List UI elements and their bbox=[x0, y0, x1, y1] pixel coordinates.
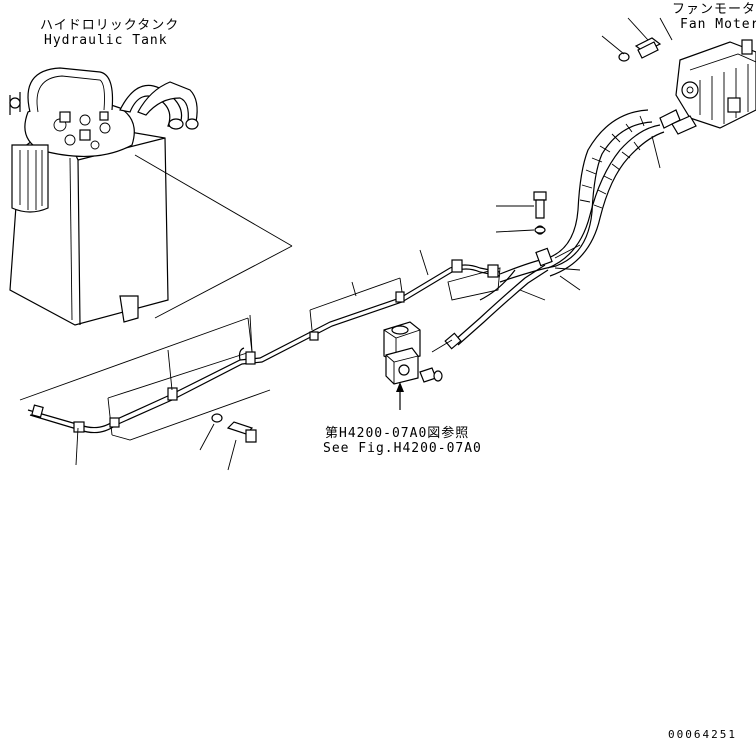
leader-lines bbox=[75, 17, 673, 471]
hydraulic-tank bbox=[9, 67, 199, 326]
ref-label-en: See Fig.H4200-07A0 bbox=[323, 441, 482, 456]
callout-panels bbox=[19, 154, 501, 441]
fan-motor bbox=[618, 37, 756, 135]
fan-label-jp: ファンモータ bbox=[672, 2, 756, 17]
bolt-upper bbox=[533, 191, 547, 234]
bolt-lower bbox=[211, 413, 257, 443]
drawing-number: 00064251 bbox=[668, 728, 737, 741]
ref-label-jp: 第H4200-07A0図参照 bbox=[325, 426, 470, 441]
fan-hose bbox=[479, 109, 665, 301]
valve-block bbox=[383, 321, 443, 410]
short-hose bbox=[431, 264, 549, 353]
fan-label-en: Fan Moter bbox=[680, 17, 756, 32]
tank-label-jp: ハイドロリックタンク bbox=[40, 18, 180, 33]
lower-tube bbox=[27, 259, 501, 434]
tank-label-en: Hydraulic Tank bbox=[44, 33, 168, 48]
